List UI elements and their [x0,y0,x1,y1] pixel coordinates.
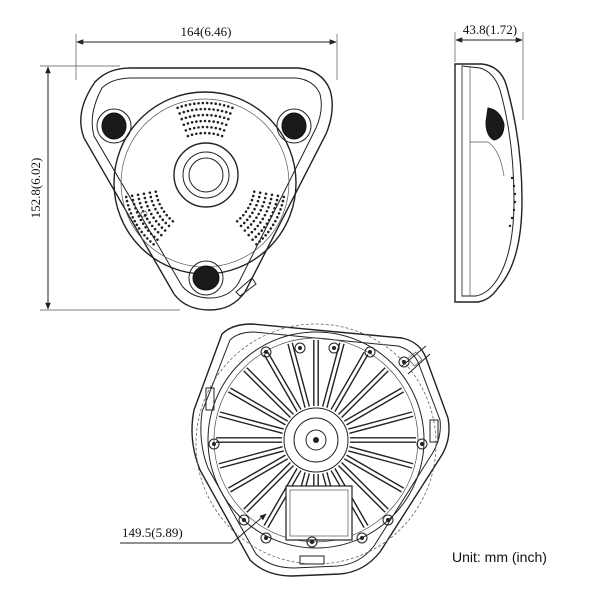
back-housing-inner [200,331,441,569]
speaker-grille-left [124,190,175,246]
back-hub-inner [305,429,327,451]
speaker-grille-right [235,190,286,246]
depth-dimension: 43.8(1.72) [454,22,524,120]
width-label: 164(6.46) [181,24,232,39]
back-mount-circle [195,323,437,565]
ir-lens-right [276,108,312,144]
back-housing-outline [191,323,450,577]
front-housing-outline [80,67,333,311]
unit-note: Unit: mm (inch) [452,549,547,565]
back-screws [208,342,428,548]
ir-lens-bottom [188,260,224,296]
lens-middle-ring [182,151,230,199]
front-dome-ring [120,98,290,268]
lens-inner [188,157,224,193]
height-label: 152.8(6.02) [28,158,43,219]
back-hub-center [313,437,319,443]
side-ir-lens [485,107,505,141]
back-hub-mid [293,417,339,463]
depth-label: 43.8(1.72) [463,22,517,37]
side-vent-dots [508,176,517,228]
back-outer-ring [207,331,425,549]
height-dimension: 152.8(6.02) [28,65,180,311]
side-housing-inner [461,65,515,297]
back-side-clips [205,387,439,565]
lens-outer-ring [173,142,239,208]
back-hub-outer [283,407,349,473]
mount-diameter-label: 149.5(5.89) [122,525,183,540]
front-view [80,67,333,311]
side-view [454,63,523,303]
back-ring-2 [213,337,419,543]
front-screw [140,210,148,218]
back-label-plate [285,485,353,541]
speaker-grille-top [176,101,234,138]
width-dimension: 164(6.46) [75,24,338,80]
side-housing-ridge [470,141,505,177]
front-indicator [235,277,257,297]
front-housing-inner [91,77,322,299]
back-view [191,323,450,577]
mount-diameter-dimension: 149.5(5.89) [120,513,267,544]
back-corner-bracket [401,345,431,375]
ir-lens-left [96,108,132,144]
side-housing-outline [454,63,523,303]
